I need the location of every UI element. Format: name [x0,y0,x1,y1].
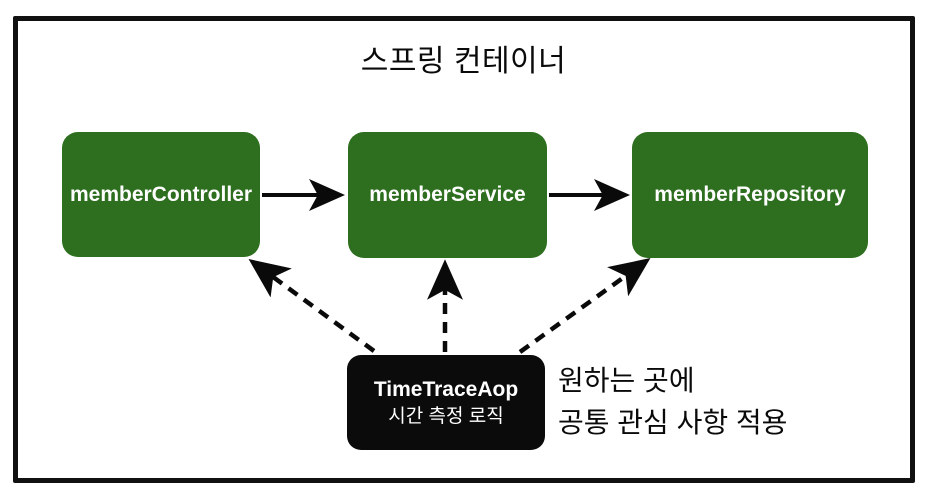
diagram-title: 스프링 컨테이너 [360,45,567,78]
bean-member-repository-label: memberRepository [654,183,846,206]
aop-box-description: 시간 측정 로직 [388,405,504,427]
annotation-line-1: 원하는 곳에 [558,365,695,396]
aop-box-time-trace: TimeTraceAop 시간 측정 로직 [347,355,545,450]
bean-member-controller: memberController [62,132,260,257]
annotation-text: 원하는 곳에 공통 관심 사항 적용 [558,360,787,444]
bean-member-service: memberService [348,132,547,258]
bean-member-repository: memberRepository [632,132,868,258]
bean-member-service-label: memberService [369,183,526,206]
aop-box-name: TimeTraceAop [373,377,519,401]
annotation-line-2: 공통 관심 사항 적용 [558,407,788,438]
bean-member-controller-label: memberController [69,182,253,206]
